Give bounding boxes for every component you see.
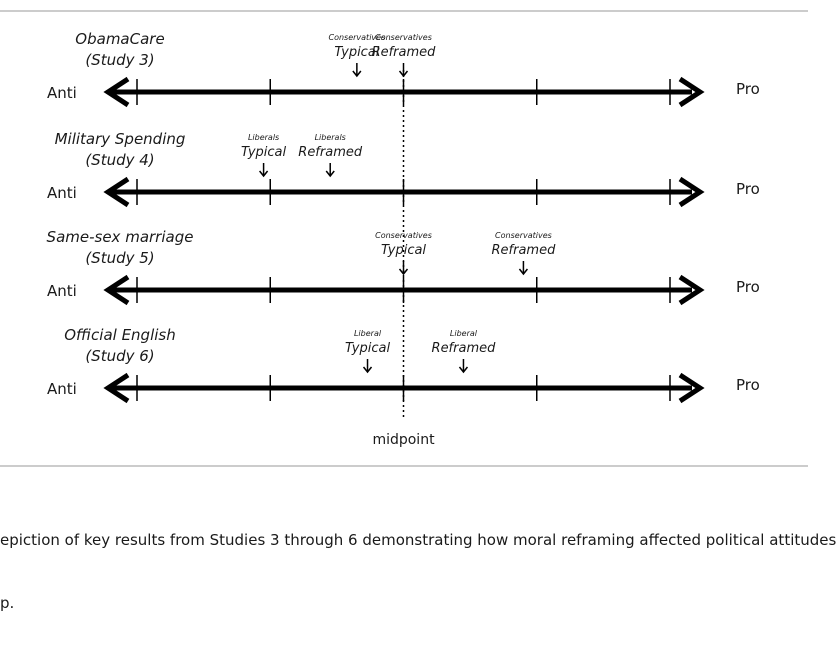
- study-number: (Study 6): [85, 347, 154, 365]
- caption-line-2: p.: [0, 594, 15, 612]
- marker-condition-label: Reframed: [372, 45, 437, 60]
- marker-arrow-head: [398, 268, 409, 276]
- left-arrowhead: [103, 176, 130, 208]
- marker-arrow-head: [518, 268, 529, 276]
- study-title: Military Spending: [55, 130, 186, 148]
- study-row: Official English (Study 6) Anti Pro LiberalT…: [47, 326, 760, 404]
- pro-label: Pro: [736, 80, 760, 98]
- pro-label: Pro: [736, 376, 760, 394]
- pro-label: Pro: [736, 278, 760, 296]
- marker-condition-label: Reframed: [432, 341, 497, 356]
- marker-group-label: Conservatives: [328, 33, 385, 42]
- right-arrowhead: [678, 176, 705, 208]
- anti-label: Anti: [47, 84, 77, 102]
- study-number: (Study 5): [85, 249, 154, 267]
- marker-group-label: Conservatives: [375, 33, 432, 42]
- marker-group-label: Liberals: [248, 133, 279, 142]
- study-title: Same-sex marriage: [47, 228, 194, 246]
- pro-label: Pro: [736, 180, 760, 198]
- caption-line-1: epiction of key results from Studies 3 t…: [0, 531, 836, 549]
- marker-condition-label: Typical: [241, 145, 286, 160]
- anti-label: Anti: [47, 184, 77, 202]
- study-row: ObamaCare (Study 3) Anti Pro ConservativesTy…: [47, 30, 760, 108]
- marker-condition-label: Reframed: [492, 243, 557, 258]
- study-number: (Study 4): [85, 151, 154, 169]
- right-arrowhead: [678, 274, 705, 306]
- marker-condition-label: Typical: [334, 45, 379, 60]
- marker-arrow-head: [325, 170, 335, 178]
- marker-group-label: Liberal: [450, 329, 478, 338]
- marker-condition-label: Reframed: [298, 145, 363, 160]
- anti-label: Anti: [47, 282, 77, 300]
- marker-group-label: Liberals: [315, 133, 346, 142]
- marker-group-label: Liberal: [354, 329, 382, 338]
- study-row: Military Spending (Study 4) Anti Pro Liberal…: [47, 130, 760, 208]
- right-arrowhead: [678, 76, 705, 108]
- marker-arrow-head: [259, 170, 269, 178]
- study-title: Official English: [64, 326, 176, 344]
- left-arrowhead: [103, 76, 130, 108]
- marker-group-label: Conservatives: [495, 231, 552, 240]
- figure-caption: epiction of key results from Studies 3 t…: [0, 488, 836, 656]
- anti-label: Anti: [47, 380, 77, 398]
- marker-arrow-head: [352, 70, 362, 78]
- study-title: ObamaCare: [75, 30, 164, 48]
- marker-condition-label: Typical: [345, 341, 390, 356]
- midpoint-label: midpoint: [372, 432, 435, 448]
- left-arrowhead: [103, 372, 130, 404]
- marker-arrow-head: [458, 366, 469, 374]
- study-number: (Study 3): [85, 51, 154, 69]
- right-arrowhead: [678, 372, 705, 404]
- marker-arrow-head: [362, 366, 373, 374]
- left-arrowhead: [103, 274, 130, 306]
